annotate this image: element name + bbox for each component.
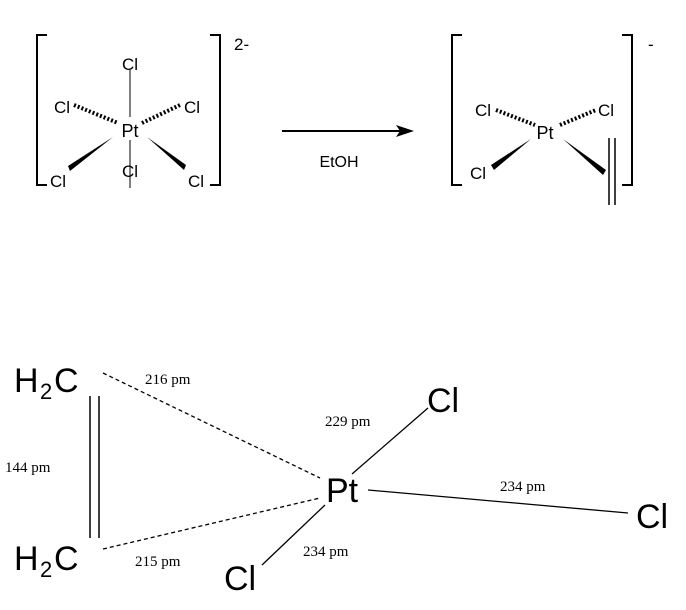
svg-text:C: C [54,540,79,578]
atom-cl: Cl [427,382,459,420]
atom-cl: Cl [122,162,138,181]
distance-label: 144 pm [5,460,51,476]
svg-text:C: C [54,362,79,400]
atom-cl: Cl [598,101,614,120]
ch2-bottom: H 2 C [14,540,79,582]
atom-cl: Cl [54,98,70,117]
charge-label: 2- [234,35,249,54]
svg-text:H: H [14,362,39,400]
svg-text:H: H [14,540,39,578]
charge-label: - [648,35,654,54]
atom-cl: Cl [188,172,204,191]
atom-pt: Pt [536,123,553,143]
atom-cl: Cl [636,498,668,536]
distance-label: 215 pm [135,554,181,570]
structure-bonds [89,372,629,566]
reactant-complex [36,34,221,188]
distance-label: 216 pm [145,372,191,388]
left-bracket [36,34,47,186]
right-bracket [210,34,221,186]
distance-label: 229 pm [325,414,371,430]
reaction-arrow [282,125,414,137]
distance-label: 234 pm [303,544,349,560]
svg-text:2: 2 [40,379,52,404]
right-bracket [622,34,633,186]
atom-cl: Cl [184,98,200,117]
atom-pt: Pt [121,121,138,141]
atom-cl: Cl [224,560,256,598]
atom-cl: Cl [470,164,486,183]
wedge-bond [563,139,606,175]
left-bracket [451,34,462,186]
atom-pt: Pt [326,472,359,510]
atom-cl: Cl [475,101,491,120]
condition-label: EtOH [319,154,358,171]
product-complex [451,34,633,205]
distance-label: 234 pm [500,479,546,495]
atom-cl: Cl [50,172,66,191]
svg-text:2: 2 [40,557,52,582]
atom-cl: Cl [122,55,138,74]
ch2-top: H 2 C [14,362,79,404]
